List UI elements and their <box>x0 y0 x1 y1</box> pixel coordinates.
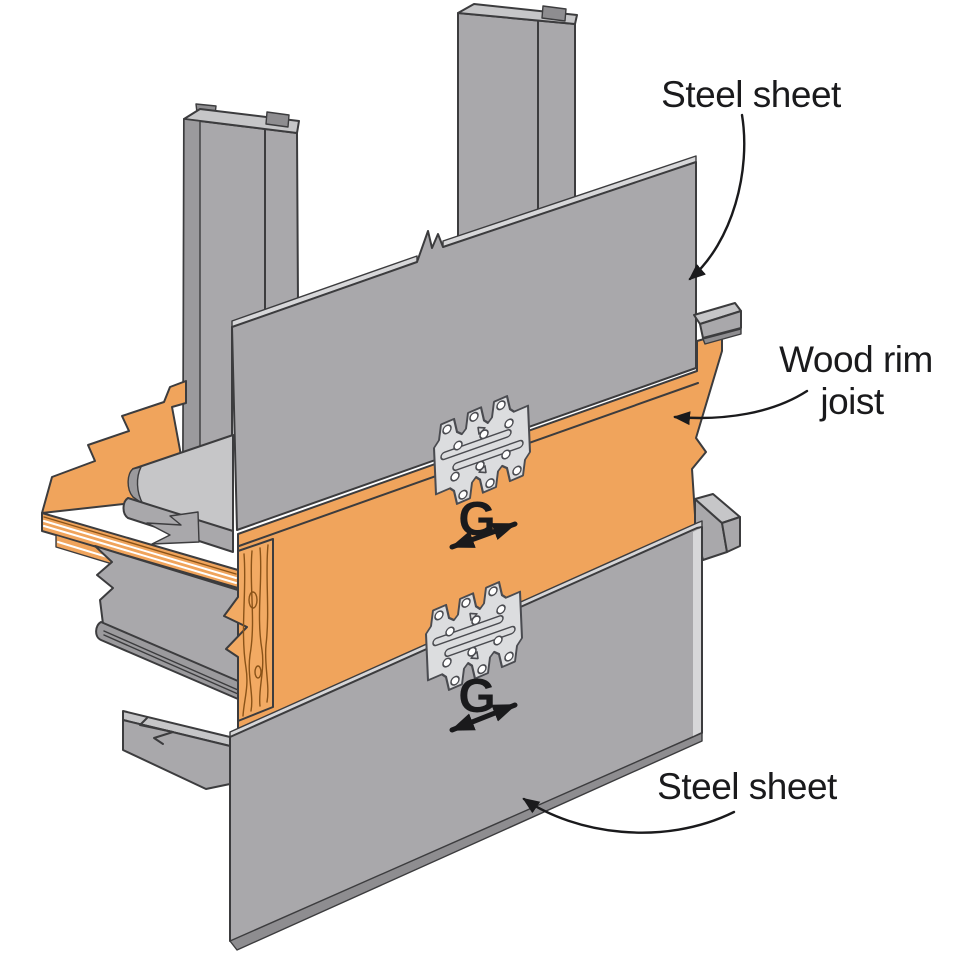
ply-line <box>43 520 237 579</box>
ply-line <box>43 525 237 584</box>
callout-steel-sheet-bottom: Steel sheet <box>522 766 839 834</box>
shear-symbol-lower: G <box>449 670 518 733</box>
sheet-bottom-thickness <box>229 732 703 951</box>
leader-arrow-icon <box>673 389 809 426</box>
wood-grain-lines <box>242 544 269 717</box>
block-right-face <box>721 516 741 553</box>
label-wood-rim-line2: joist <box>819 381 885 422</box>
label-steel-sheet-bottom: Steel sheet <box>657 766 838 807</box>
leader-arrow-icon <box>688 113 746 281</box>
upper-steel-sheet <box>231 155 697 531</box>
lower-wall-top-track <box>122 710 231 790</box>
label-wood-rim-line1: Wood rim <box>779 339 933 380</box>
floor-rim-track <box>94 545 239 700</box>
stud-flange-face <box>182 118 201 491</box>
left-steel-stud <box>182 103 300 503</box>
upper-wall-bottom-track <box>122 434 234 553</box>
leader-arrow-icon <box>522 797 736 834</box>
upper-track-flange-end <box>693 302 742 345</box>
sheet-right-edge-highlight <box>693 528 701 736</box>
callout-wood-rim-joist: Wood rim joist <box>673 339 933 426</box>
double-arrow-icon <box>449 702 518 733</box>
ply-line <box>43 516 237 575</box>
stud-lip-return <box>265 111 290 128</box>
track-front-face <box>122 719 231 790</box>
track-break-star <box>146 511 200 545</box>
flange-front-face <box>699 310 742 339</box>
double-arrow-icon <box>449 521 518 550</box>
lip-hem-line <box>103 634 239 695</box>
callout-steel-sheet-top: Steel sheet <box>661 74 843 281</box>
shear-symbol-upper: G <box>449 493 518 550</box>
lip-hem-line <box>103 630 239 691</box>
label-steel-sheet-top: Steel sheet <box>661 74 842 115</box>
rim-track-lip <box>95 621 239 700</box>
stud-lip-return <box>541 5 567 22</box>
stud-top-face <box>183 108 300 134</box>
track-break-zigzag <box>139 717 174 745</box>
